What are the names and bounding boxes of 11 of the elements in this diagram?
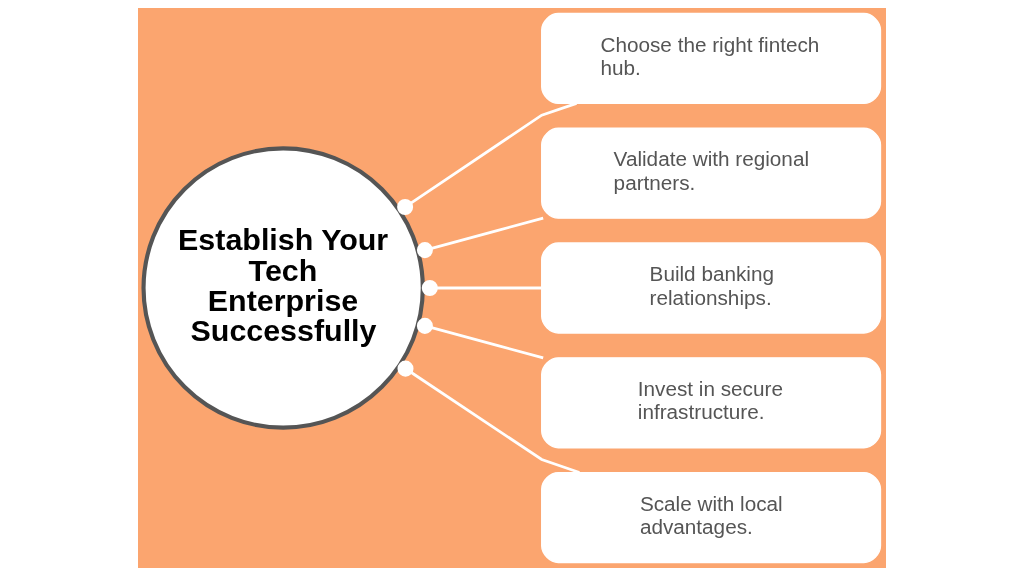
node-circle: Establish Your Tech Enterprise Successfully	[141, 146, 425, 430]
node-box: Validate with regional partners.	[541, 127, 882, 219]
node-box: Scale with local advantages.	[541, 471, 882, 564]
connector	[397, 102, 577, 215]
connector	[421, 279, 542, 297]
node-box: Choose the right fintech hub.	[541, 12, 882, 105]
connector	[416, 317, 544, 360]
node-box: Invest in secure infrastructure.	[541, 357, 882, 449]
node-box: Build banking relationships.	[541, 242, 882, 334]
connector	[397, 360, 580, 474]
connector	[416, 216, 544, 259]
